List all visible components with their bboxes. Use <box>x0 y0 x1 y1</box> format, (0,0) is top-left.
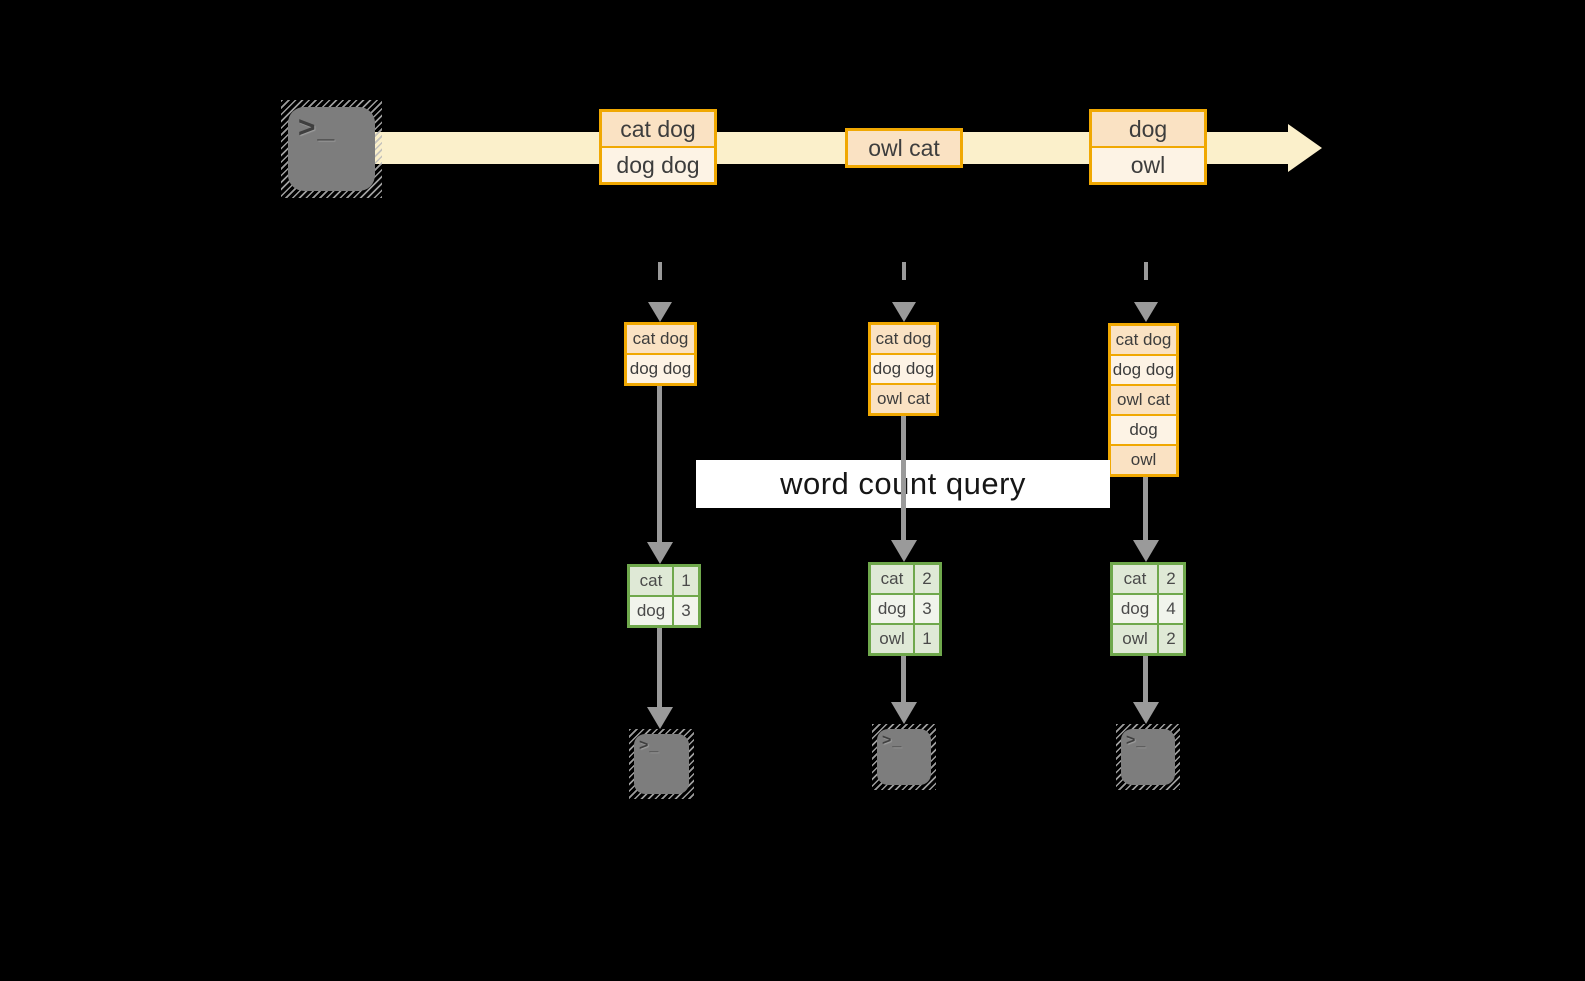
dashed-arrowhead-icon <box>648 302 672 322</box>
arrowhead-icon <box>891 702 917 724</box>
dashed-arrowhead-icon <box>1134 302 1158 322</box>
count-value: 3 <box>674 597 698 625</box>
terminal-prompt-icon: >_ <box>298 111 337 144</box>
stream-batch-3: dog owl <box>1089 109 1207 185</box>
terminal-screen <box>634 734 689 794</box>
terminal-prompt-icon: >_ <box>639 737 660 754</box>
terminal-screen <box>877 729 931 785</box>
arrowhead-icon <box>891 540 917 562</box>
state-line: cat dog <box>627 325 694 353</box>
count-value: 2 <box>915 565 939 593</box>
count-word: owl <box>1113 625 1157 653</box>
stream-batch-1: cat dog dog dog <box>599 109 717 185</box>
count-table-1: cat 1 dog 3 <box>627 564 701 628</box>
terminal-icon: >_ <box>629 729 694 799</box>
state-line: owl cat <box>871 385 936 413</box>
batch-line: owl <box>1092 148 1204 182</box>
count-value: 2 <box>1159 565 1183 593</box>
state-line: cat dog <box>1111 326 1176 354</box>
terminal-screen <box>288 107 375 191</box>
state-line: dog dog <box>1111 356 1176 384</box>
terminal-screen <box>1121 729 1175 785</box>
state-stack-1: cat dog dog dog <box>624 322 697 386</box>
batch-line: owl cat <box>848 131 960 165</box>
state-line: dog dog <box>627 355 694 383</box>
count-word: cat <box>630 567 672 595</box>
arrowhead-icon <box>647 707 673 729</box>
arrow-line <box>1143 656 1148 702</box>
terminal-prompt-icon: >_ <box>1126 732 1147 749</box>
arrow-line <box>657 628 662 707</box>
count-value: 4 <box>1159 595 1183 623</box>
stream-timeline-arrowhead-icon <box>1288 124 1322 172</box>
state-line: cat dog <box>871 325 936 353</box>
batch-line: cat dog <box>602 112 714 146</box>
count-word: dog <box>871 595 913 623</box>
stream-batch-2: owl cat <box>845 128 963 168</box>
batch-line: dog <box>1092 112 1204 146</box>
state-stack-2: cat dog dog dog owl cat <box>868 322 939 416</box>
dashed-arrowhead-icon <box>892 302 916 322</box>
count-value: 1 <box>674 567 698 595</box>
dashed-arrow-line <box>658 262 662 302</box>
arrow-line <box>901 416 906 540</box>
arrowhead-icon <box>1133 702 1159 724</box>
count-table-3: cat 2 dog 4 owl 2 <box>1110 562 1186 656</box>
arrow-line <box>901 656 906 702</box>
state-line: owl <box>1111 446 1176 474</box>
terminal-icon: >_ <box>872 724 936 790</box>
count-word: owl <box>871 625 913 653</box>
count-word: cat <box>1113 565 1157 593</box>
state-line: owl cat <box>1111 386 1176 414</box>
terminal-icon: >_ <box>1116 724 1180 790</box>
count-word: dog <box>1113 595 1157 623</box>
count-table-2: cat 2 dog 3 owl 1 <box>868 562 942 656</box>
count-value: 2 <box>1159 625 1183 653</box>
dashed-arrow-line <box>1144 262 1148 302</box>
arrow-line <box>1143 477 1148 540</box>
arrow-line <box>657 386 662 542</box>
state-line: dog <box>1111 416 1176 444</box>
dashed-arrow-line <box>902 262 906 302</box>
terminal-icon: >_ <box>281 100 382 198</box>
count-value: 3 <box>915 595 939 623</box>
arrowhead-icon <box>647 542 673 564</box>
state-line: dog dog <box>871 355 936 383</box>
arrowhead-icon <box>1133 540 1159 562</box>
state-stack-3: cat dog dog dog owl cat dog owl <box>1108 323 1179 477</box>
batch-line: dog dog <box>602 148 714 182</box>
terminal-prompt-icon: >_ <box>882 732 903 749</box>
count-word: dog <box>630 597 672 625</box>
count-word: cat <box>871 565 913 593</box>
count-value: 1 <box>915 625 939 653</box>
